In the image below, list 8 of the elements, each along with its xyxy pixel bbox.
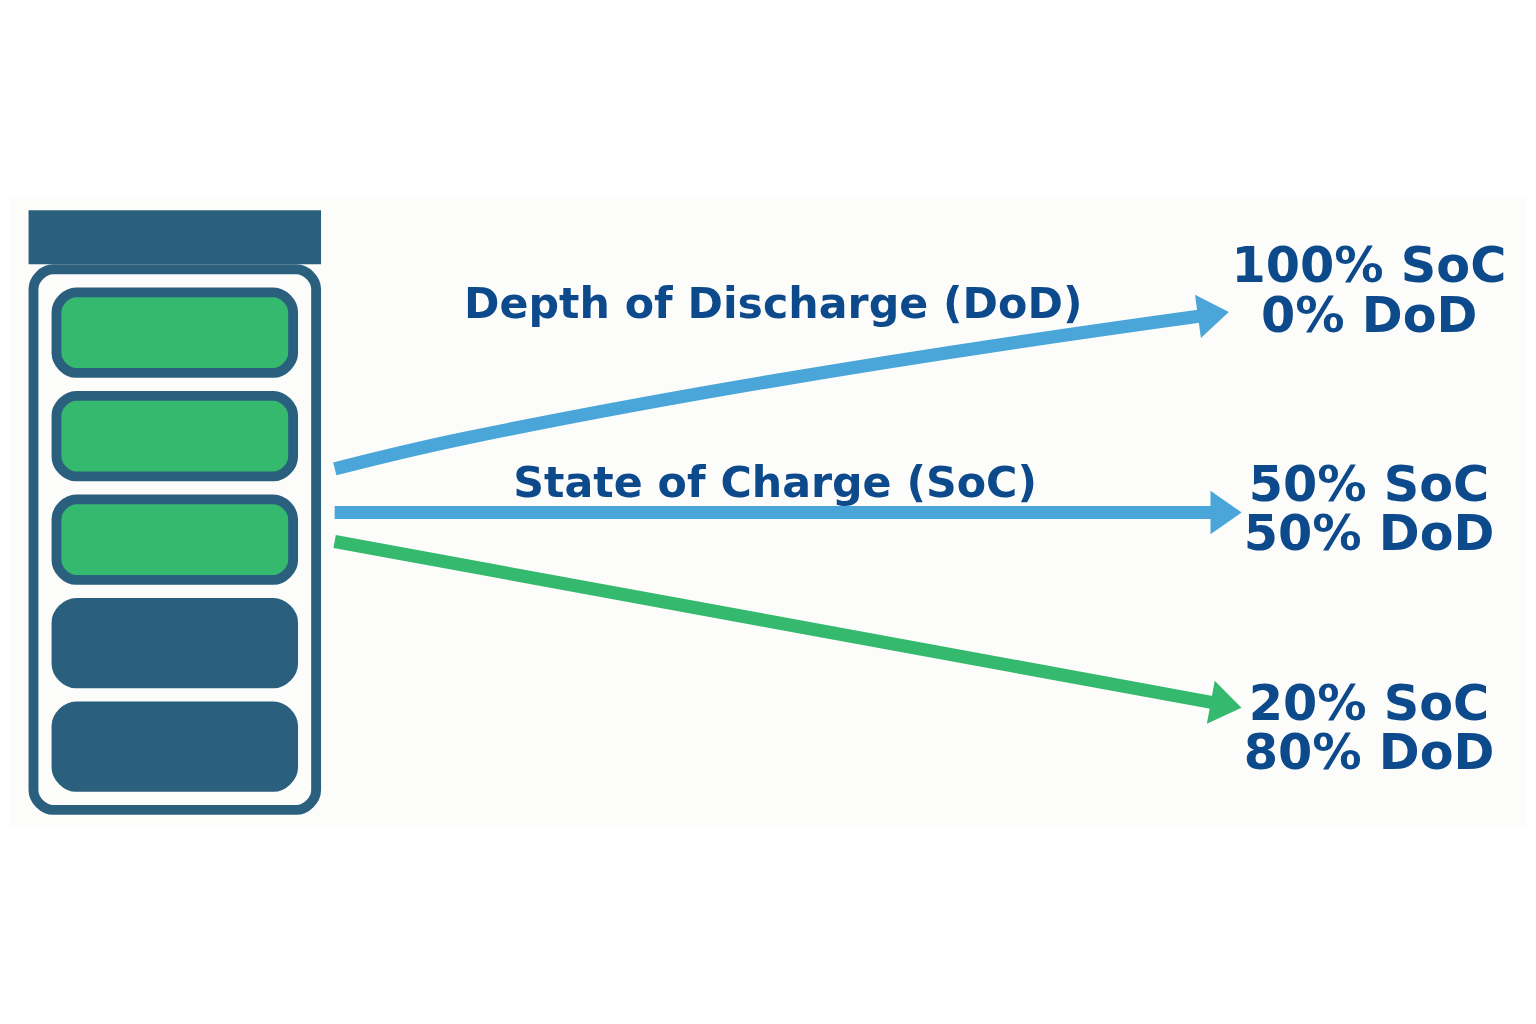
arrow: [334, 490, 1242, 534]
node-text: 100% SoC 0% DoD: [1231, 235, 1507, 344]
edge-label: Depth of Discharge (DoD): [464, 277, 1083, 328]
arrow: [333, 294, 1229, 475]
edge-label: State of Charge (SoC): [513, 456, 1037, 507]
node-text: 50% SoC 50% DoD: [1243, 454, 1495, 562]
node-text: 20% SoC 80% DoD: [1243, 673, 1495, 781]
arrow: [333, 534, 1242, 724]
